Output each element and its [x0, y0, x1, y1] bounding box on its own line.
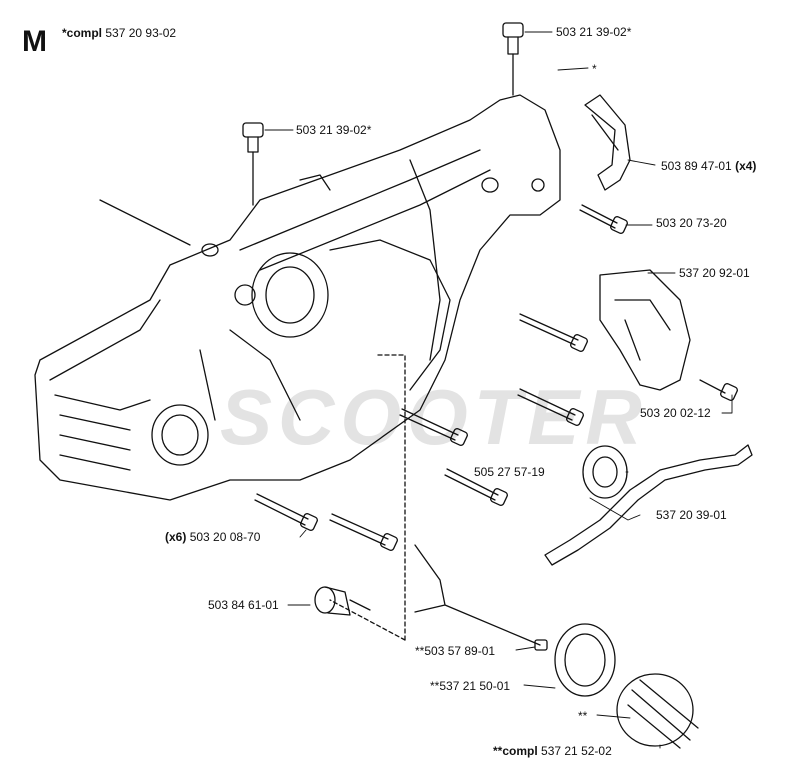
callout-part: 503 89 47-01 [661, 159, 732, 173]
callout-part: ** [578, 709, 588, 723]
callout-c11: 503 84 61-01 [208, 598, 279, 612]
callout-part: 503 20 08-70 [189, 530, 261, 544]
callout-part: 537 20 39-01 [656, 508, 727, 522]
crankcase-housing [34, 94, 561, 501]
bolt-lower [444, 468, 508, 506]
screw-02-12 [699, 379, 738, 401]
header-note-part: 537 20 93-02 [105, 26, 177, 40]
section-letter: M [22, 25, 47, 58]
callout-c1: 503 21 39-02* [556, 25, 631, 39]
callout-part: 505 27 57-19 [474, 465, 545, 479]
callout-part: 503 20 02-12 [640, 406, 711, 420]
callout-c7: 503 20 02-12 [640, 406, 711, 420]
callout-c4: 503 89 47-01 (x4) [661, 159, 756, 173]
cover-92-01 [599, 269, 691, 391]
callout-prefix: (x6) [165, 530, 187, 544]
callout-part: **537 21 50-01 [430, 679, 511, 693]
chain-catcher-clip [584, 94, 631, 191]
callout-part: * [592, 62, 597, 76]
callout-part: 537 21 52-02 [541, 744, 612, 758]
callout-suffix: (x4) [735, 159, 757, 173]
callout-c5: 503 20 73-20 [656, 216, 727, 230]
header-note: *compl 537 20 93-02 [62, 26, 176, 40]
hose-89-01 [414, 544, 541, 646]
screw-top-left [242, 122, 264, 206]
bolt-center [399, 408, 468, 446]
callout-c12: **503 57 89-01 [415, 644, 495, 658]
bolt-mid [517, 388, 584, 426]
screw-top-right [502, 22, 524, 96]
callout-c9: 537 20 39-01 [656, 508, 727, 522]
callout-c6: 537 20 92-01 [679, 266, 750, 280]
cylinder-bore [251, 252, 329, 338]
callout-part: 503 21 39-02* [556, 25, 632, 39]
seal-57-19 [582, 445, 628, 499]
bolt-x6-b [329, 513, 398, 551]
bolt-x6-a [254, 493, 318, 531]
callout-part: 503 84 61-01 [208, 598, 279, 612]
callout-c13: **537 21 50-01 [430, 679, 510, 693]
main-bearing-seat [151, 404, 209, 466]
callout-c14: ** [578, 709, 587, 723]
callout-c2: * [592, 62, 597, 76]
callout-part: **503 57 89-01 [415, 644, 496, 658]
cap-52-02 [616, 673, 699, 749]
plug-61-01 [314, 586, 371, 616]
bolt-upper [519, 313, 588, 352]
callout-c3: 503 21 39-02* [296, 123, 371, 137]
screw-73-20 [579, 204, 628, 234]
ring-50-01 [554, 623, 616, 697]
callout-part: 503 20 73-20 [656, 216, 727, 230]
header-note-prefix: *compl [62, 26, 103, 40]
callout-c8: 505 27 57-19 [474, 465, 545, 479]
oil-pipe-39-01 [544, 444, 753, 566]
callout-part: 503 21 39-02* [296, 123, 372, 137]
callout-c10: (x6) 503 20 08-70 [165, 530, 260, 544]
callout-prefix: **compl [493, 744, 538, 758]
callout-c15: **compl 537 21 52-02 [493, 744, 612, 758]
callout-part: 537 20 92-01 [679, 266, 750, 280]
